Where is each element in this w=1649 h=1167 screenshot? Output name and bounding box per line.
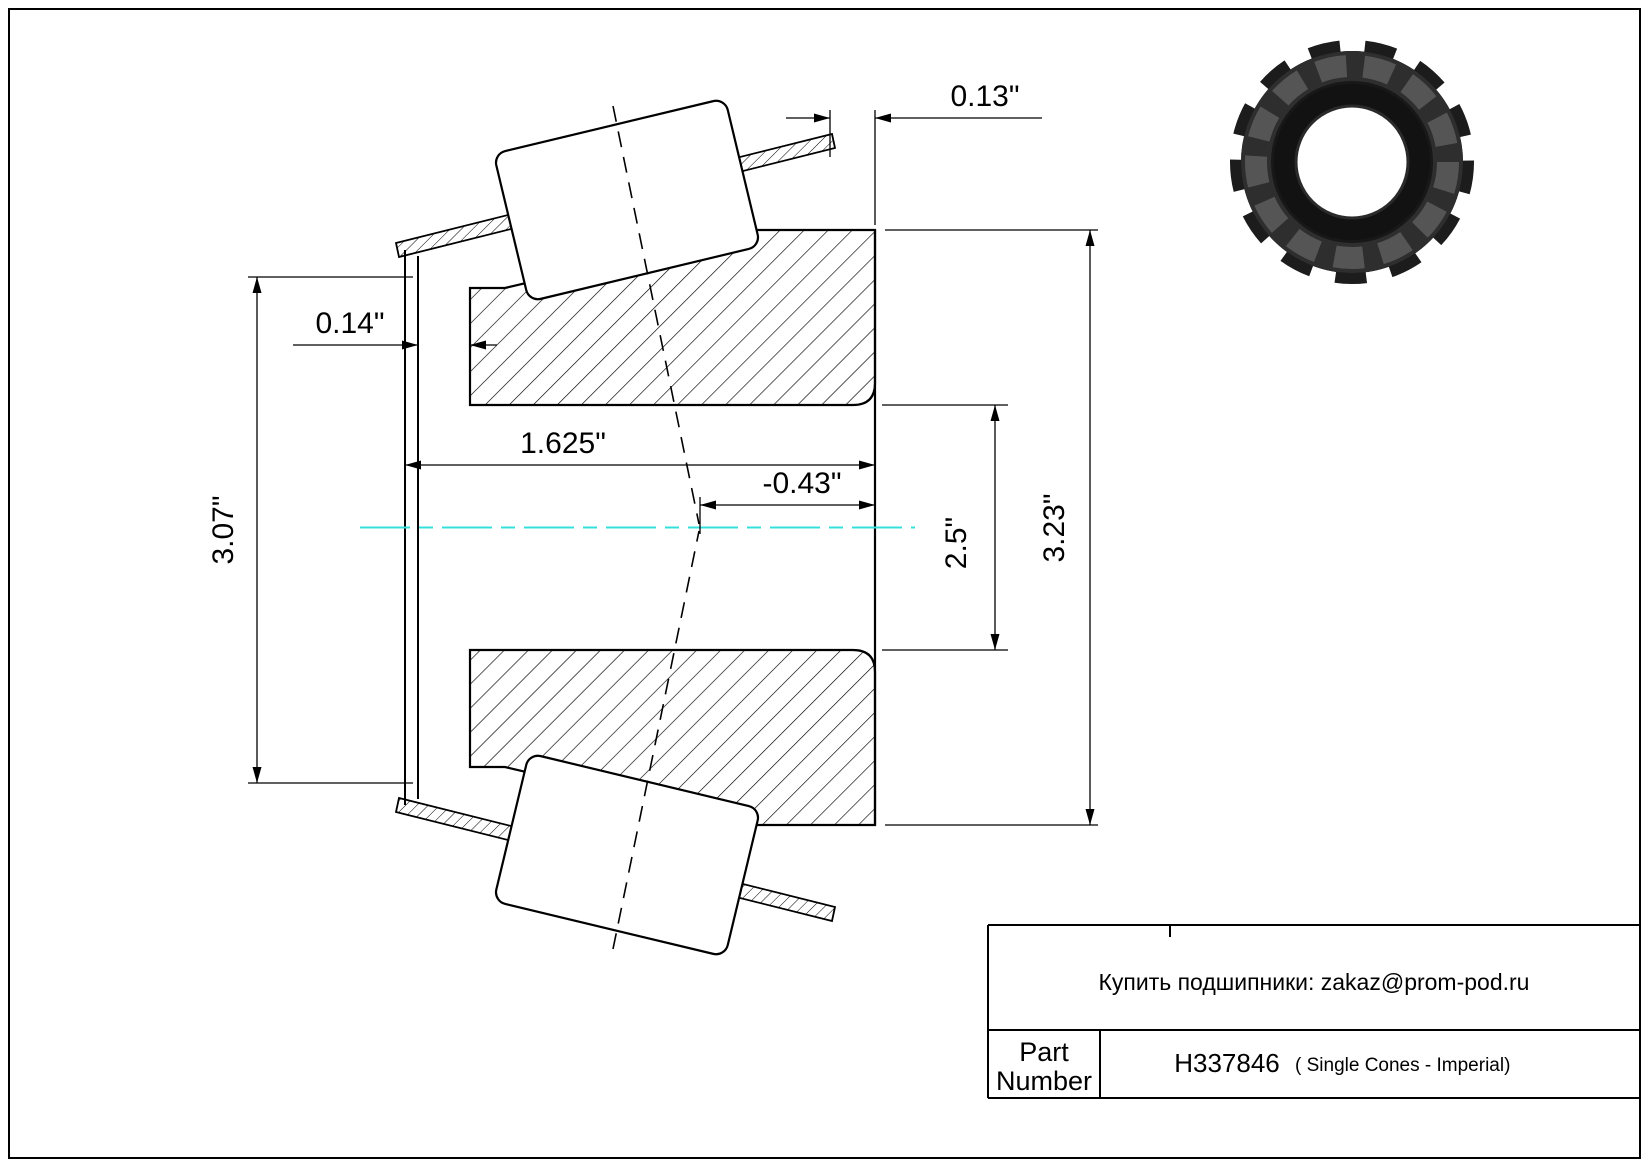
dimension-lines — [248, 110, 1098, 826]
part-label-line1: Part — [1019, 1037, 1069, 1067]
title-block: Купить подшипники: zakaz@prom-pod.ru Par… — [987, 924, 1640, 1099]
roller-axis-top — [612, 105, 700, 525]
bearing-photo-rollers — [1245, 55, 1459, 269]
bearing-photo-bore — [1294, 104, 1410, 220]
dim-inner-reference-label: 2.5" — [940, 517, 973, 569]
series-text: ( Single Cones - Imperial) — [1295, 1055, 1510, 1076]
dim-cone-width-label: 1.625" — [520, 427, 606, 460]
part-number-text: H337846 — [1174, 1048, 1280, 1078]
page-border — [8, 8, 1641, 1159]
title-block-lines — [987, 924, 1640, 1099]
bearing-photo — [1230, 40, 1474, 284]
dimension-labels: 0.13" 0.14" 1.625" -0.43" 2.5" 3.07" 3.2… — [207, 80, 1071, 569]
contact-text: Купить подшипники: zakaz@prom-pod.ru — [1099, 969, 1530, 995]
dim-front-diameter-label: 3.07" — [207, 495, 240, 564]
dim-outer-diameter-label: 3.23" — [1038, 493, 1071, 562]
dim-front-face-offset-label: 0.14" — [315, 307, 384, 340]
dim-effective-center-label: -0.43" — [762, 467, 841, 500]
bearing-cross-section — [360, 99, 915, 956]
roller-top — [494, 99, 760, 301]
dimension-arrows — [252, 113, 1095, 825]
roller-bottom — [494, 754, 760, 956]
bearing-photo-roller-tips — [1230, 40, 1474, 284]
dim-cage-stickout-label: 0.13" — [950, 80, 1019, 113]
roller-axis-bottom — [612, 530, 700, 950]
part-label-line2: Number — [996, 1066, 1092, 1096]
